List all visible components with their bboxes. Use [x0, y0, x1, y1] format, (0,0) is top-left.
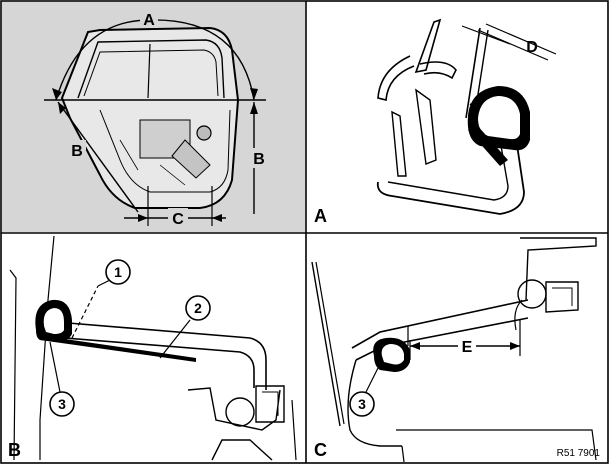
section-b-callout-1: 1: [114, 264, 122, 280]
arrowhead: [410, 342, 420, 350]
section-c-panel-letter: C: [314, 440, 327, 460]
section-b-limit-line: [71, 285, 99, 339]
section-c-panel: E 3 C: [311, 237, 597, 463]
section-a-label-d: D: [526, 39, 538, 56]
section-c-label-e: E: [462, 339, 473, 356]
section-b-callout-2: 2: [194, 300, 202, 316]
door-label-b-left: B: [71, 143, 83, 160]
arrowhead: [510, 342, 520, 350]
section-b-seal-strip: [40, 336, 196, 362]
section-a-panel-letter: A: [314, 206, 327, 226]
door-illustration: [60, 26, 240, 209]
section-c-callout-3: 3: [358, 396, 366, 412]
arrowhead: [250, 88, 258, 100]
arrowhead: [58, 102, 66, 114]
callout-circle: [105, 259, 131, 285]
callout-circle: [185, 295, 211, 321]
section-b-callout-3: 3: [58, 396, 66, 412]
arrowhead: [250, 102, 258, 114]
section-b-panel: 1 2 3 B: [8, 235, 297, 461]
door-label-a: A: [143, 12, 155, 29]
figure-reference: R51 7901: [557, 448, 601, 459]
door-label-c: C: [172, 211, 184, 228]
callout-circle: [349, 391, 375, 417]
section-c-profile: [311, 237, 597, 463]
section-b-panel-letter: B: [8, 440, 21, 460]
section-a-panel: D A: [314, 18, 557, 226]
callout-circle: [49, 391, 75, 417]
arrowhead: [138, 214, 148, 222]
arrowhead: [52, 88, 62, 100]
section-b-profile: [9, 235, 297, 461]
arrowhead: [212, 214, 222, 222]
door-overview-panel: A B B C: [2, 2, 305, 232]
section-a-profile: [376, 18, 525, 215]
door-label-b-right: B: [253, 151, 265, 168]
dimension-b-left: [57, 101, 139, 213]
dimension-d: [461, 25, 511, 45]
